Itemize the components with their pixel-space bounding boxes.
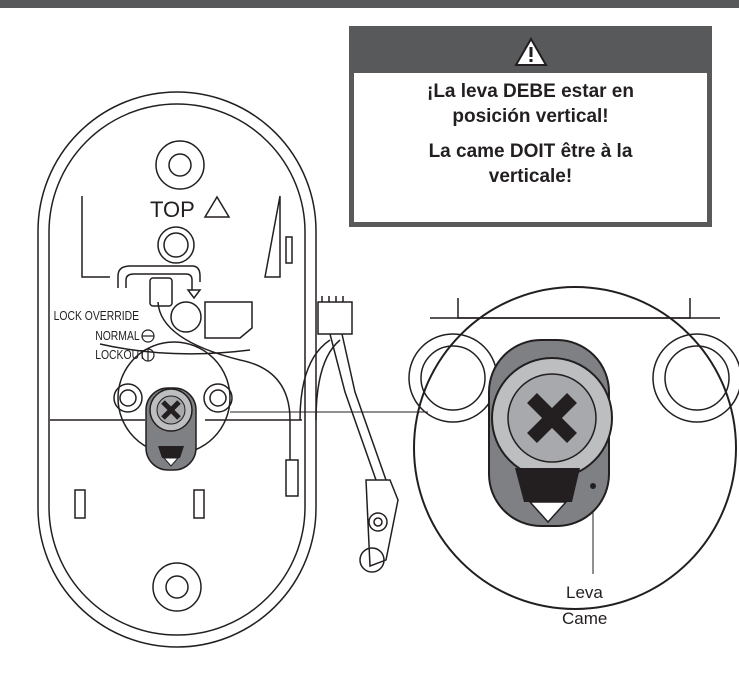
back-plate-outer — [37, 91, 317, 648]
cam-large — [488, 339, 613, 527]
lock-override-label: LOCK OVERRIDE — [54, 309, 140, 323]
override-button — [170, 301, 202, 333]
cable-connector — [317, 301, 353, 335]
bottom-mount-hole-inner — [165, 575, 189, 599]
lockout-label: LOCKOUT — [95, 348, 145, 362]
warning-header — [354, 31, 707, 73]
back-plate-inner — [48, 103, 306, 636]
top-mount-hole-outer — [155, 140, 205, 190]
magnified-view — [413, 286, 737, 610]
cable-bracket — [365, 479, 399, 568]
normal-label: NORMAL — [95, 329, 140, 343]
bottom-mount-hole-outer — [152, 562, 202, 612]
battery-cover — [81, 195, 281, 278]
callout-label-es: Leva — [566, 583, 603, 602]
top-mount-hole-inner — [168, 153, 192, 177]
cam-small — [145, 387, 197, 471]
warning-triangle-icon — [513, 37, 548, 66]
top-header-bar — [0, 0, 739, 8]
top-triangle-icon — [203, 195, 231, 218]
top-label: TOP — [150, 197, 195, 222]
reset-button — [157, 226, 195, 264]
callout-label-fr: Came — [562, 609, 607, 628]
